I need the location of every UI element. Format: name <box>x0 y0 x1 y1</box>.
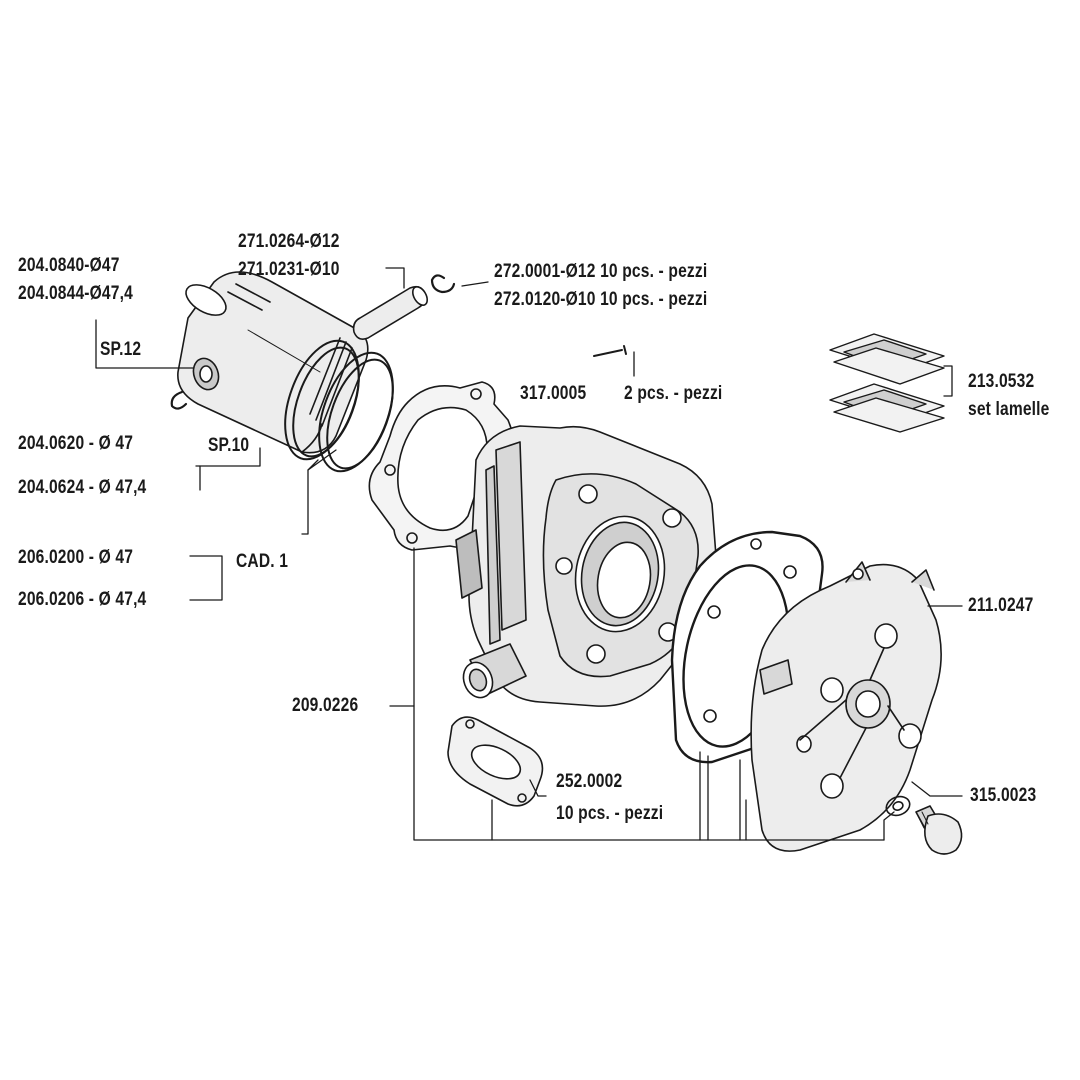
dowel-code: 317.0005 <box>520 383 587 404</box>
circlip-code-12: 272.0001-Ø12 10 pcs. - pezzi <box>494 261 708 282</box>
reeds-desc: set lamelle <box>968 399 1050 420</box>
piston-drawing <box>177 271 369 454</box>
pin-code-12: 271.0264-Ø12 <box>238 231 340 252</box>
piston-rings-drawing <box>284 339 394 473</box>
intake-gasket-drawing <box>447 716 544 807</box>
head-bolt-drawing <box>885 795 963 855</box>
pin-code-10: 271.0231-Ø10 <box>238 259 340 280</box>
gasket-kit-code: 209.0226 <box>292 695 359 716</box>
intake-gasket-qty: 10 pcs. - pezzi <box>556 803 664 824</box>
leader-lines <box>95 267 963 841</box>
head-code: 211.0247 <box>968 595 1034 616</box>
rings-code-47-4: 204.0624 - Ø 47,4 <box>18 477 147 498</box>
rings-code-47: 204.0620 - Ø 47 <box>18 433 134 454</box>
piston-note-sp12: SP.12 <box>100 339 142 360</box>
piston-code-47: 204.0840-Ø47 <box>18 255 120 276</box>
circlip-code-10: 272.0120-Ø10 10 pcs. - pezzi <box>494 289 708 310</box>
cylinder-head-drawing <box>750 561 942 852</box>
dowel-qty: 2 pcs. - pezzi <box>624 383 723 404</box>
piston-code-47-4: 204.0844-Ø47,4 <box>18 283 133 304</box>
cylinder-drawing <box>455 425 719 707</box>
reed-set-drawing <box>829 333 945 433</box>
ringset-code-47: 206.0200 - Ø 47 <box>18 547 134 568</box>
rings-note-sp10: SP.10 <box>208 435 250 456</box>
dowel-drawing <box>593 345 627 357</box>
piston-pin-drawing <box>352 285 429 340</box>
intake-gasket-code: 252.0002 <box>556 771 623 792</box>
circlip-right <box>430 274 456 294</box>
reeds-code: 213.0532 <box>968 371 1035 392</box>
head-bolt-code: 315.0023 <box>970 785 1037 806</box>
ringset-code-47-4: 206.0206 - Ø 47,4 <box>18 589 147 610</box>
circlip-left <box>170 390 188 410</box>
ringset-note-cad1: CAD. 1 <box>236 551 289 572</box>
